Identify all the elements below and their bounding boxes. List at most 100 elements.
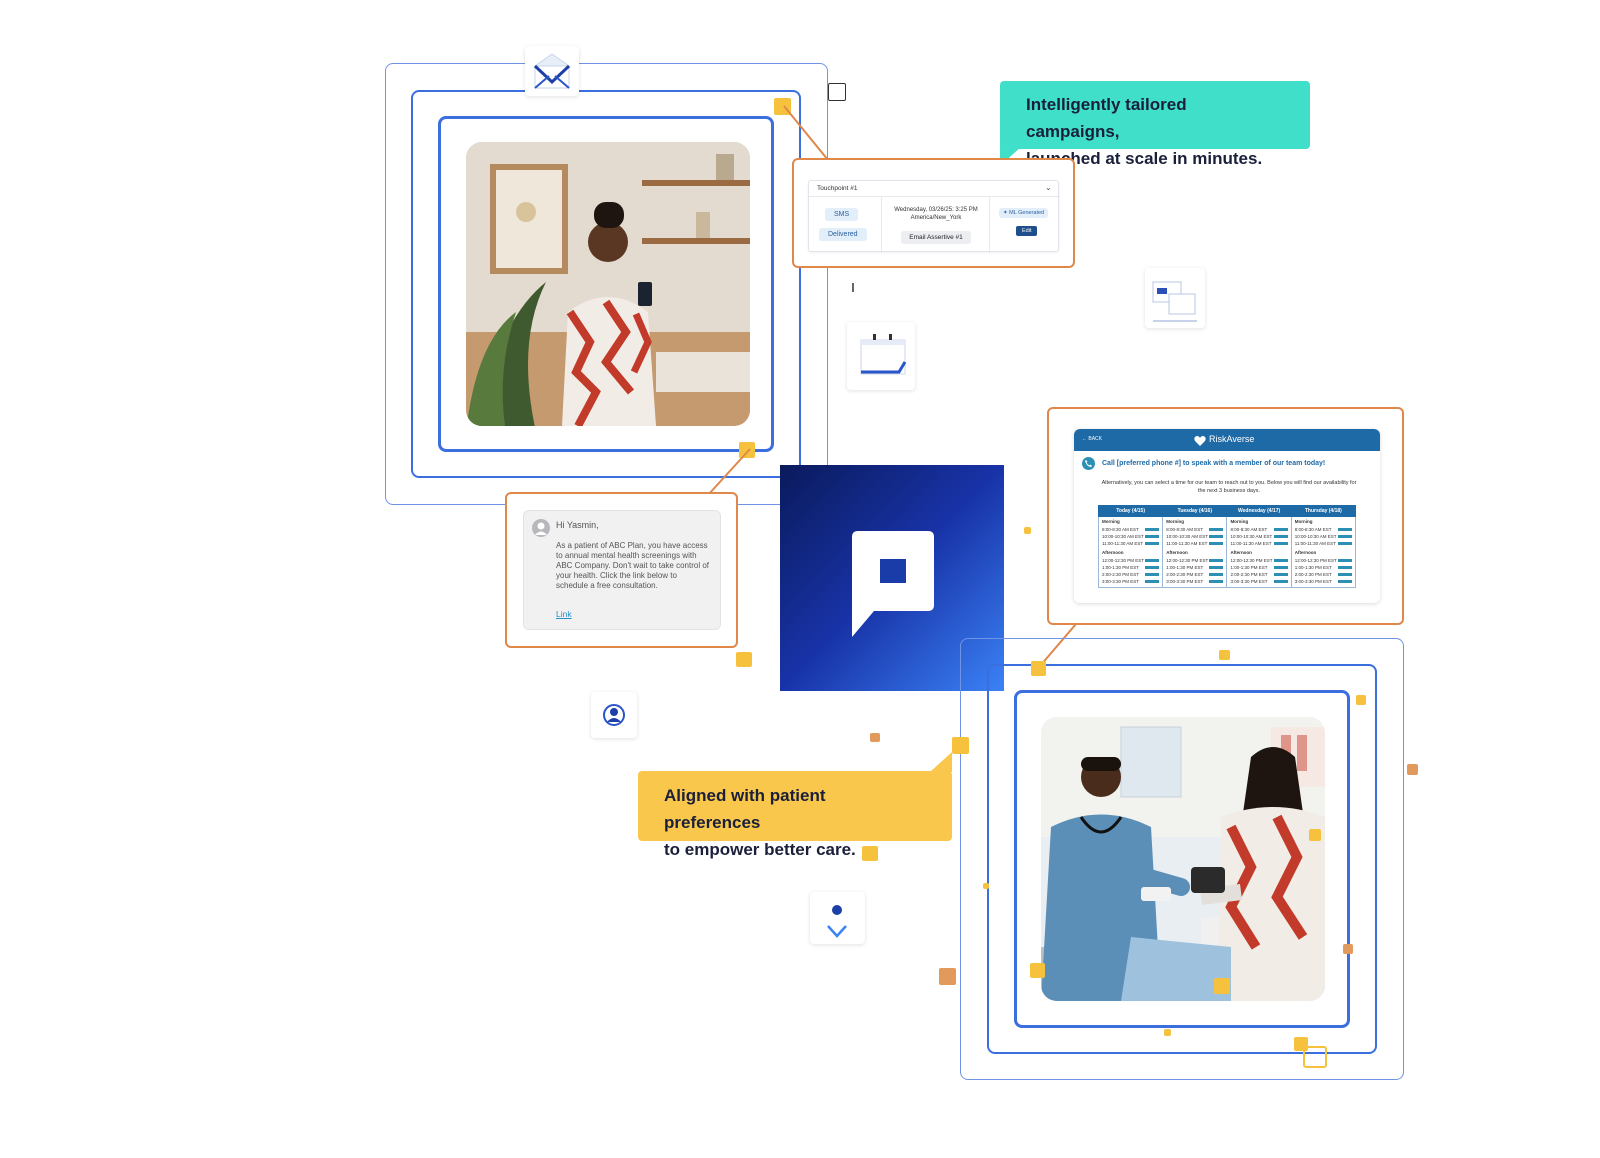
time-slot[interactable]: 11:00-11:30 AM EST (1102, 540, 1160, 547)
morning-label: Morning (1102, 519, 1120, 524)
time-slot[interactable]: 3:00-3:30 PM EST (1295, 578, 1352, 585)
day-header: Wednesday (4/17) (1226, 505, 1292, 517)
touchpoint-callout: Touchpoint #1 ⌄ SMS Delivered Wednesday,… (792, 158, 1075, 268)
day-column: Morning 8:00-8:30 AM EST 10:00-10:30 AM … (1226, 516, 1292, 588)
time-slot[interactable]: 12:00-12:30 PM EST (1230, 557, 1288, 564)
accent-square (870, 733, 880, 742)
day-column: Morning 8:00-8:30 AM EST 10:00-10:30 AM … (1097, 516, 1164, 588)
day-column: Morning 8:00-8:30 AM EST 10:00-10:30 AM … (1162, 516, 1228, 588)
ml-generated-badge: ✦ ML Generated (999, 208, 1049, 218)
col-divider (989, 197, 990, 253)
template-chip[interactable]: Email Assertive #1 (901, 231, 971, 244)
connector-line (707, 448, 751, 496)
photo-nurse-with-patient (1041, 717, 1325, 1001)
time-slot[interactable]: 3:00-3:30 PM EST (1230, 578, 1288, 585)
tick-mark (852, 283, 854, 292)
accent-square (1343, 944, 1353, 954)
brand-name: RiskAverse (1209, 434, 1255, 444)
sms-card: Hi Yasmin, As a patient of ABC Plan, you… (523, 510, 721, 630)
time-slot[interactable]: 10:00-10:30 AM EST (1295, 533, 1352, 540)
time-slot[interactable]: 1:00-1:30 PM EST (1230, 564, 1288, 571)
availability-table: Today (4/15) Tuesday (4/16) Wednesday (4… (1097, 505, 1357, 588)
day-header: Today (4/15) (1097, 505, 1164, 517)
envelope-icon (525, 46, 579, 96)
channel-pill: SMS (825, 208, 859, 221)
time-slot[interactable]: 1:00-1:30 PM EST (1102, 564, 1160, 571)
avatar-icon (532, 519, 550, 537)
time-slot[interactable]: 10:00-10:30 AM EST (1166, 533, 1224, 540)
accent-square (1031, 661, 1046, 676)
time-slot[interactable]: 2:00-2:30 PM EST (1295, 571, 1352, 578)
connector-line (783, 105, 829, 161)
back-button[interactable]: ← BACK (1082, 436, 1103, 442)
accent-square (1024, 527, 1031, 534)
phone-icon (1082, 457, 1095, 470)
calendar-icon (847, 322, 915, 390)
sms-body: As a patient of ABC Plan, you have acces… (556, 541, 710, 590)
touchpoint-title: Touchpoint #1 (817, 185, 858, 192)
scheduler-card: ← BACK RiskAverse Call [preferred phone … (1074, 429, 1380, 603)
user-profile-icon (591, 692, 637, 738)
accent-square (1214, 978, 1230, 994)
time-slot[interactable]: 12:00-12:30 PM EST (1166, 557, 1224, 564)
time-slot[interactable]: 8:00-8:30 AM EST (1295, 526, 1352, 533)
time-slot[interactable]: 1:00-1:30 PM EST (1166, 564, 1224, 571)
time-slot[interactable]: 10:00-10:30 AM EST (1102, 533, 1160, 540)
afternoon-label: Afternoon (1166, 550, 1188, 555)
col-divider (881, 197, 882, 253)
accent-square (736, 652, 752, 667)
time-slot[interactable]: 12:00-12:30 PM EST (1295, 557, 1352, 564)
sms-greeting: Hi Yasmin, (556, 520, 599, 530)
time-slot[interactable]: 11:00-11:30 AM EST (1166, 540, 1224, 547)
time-slot[interactable]: 1:00-1:30 PM EST (1295, 564, 1352, 571)
time-slot[interactable]: 2:00-2:30 PM EST (1166, 571, 1224, 578)
accent-square (939, 968, 956, 985)
outline-square (828, 83, 846, 101)
chat-windows-icon (1145, 268, 1205, 328)
accent-square (1356, 695, 1366, 705)
touchpoint-date: Wednesday, 03/26/25: 3:25 PM (894, 207, 978, 213)
accent-square (739, 442, 755, 458)
accent-square (1164, 1029, 1171, 1036)
connector-line (1039, 623, 1077, 667)
day-column: Morning 8:00-8:30 AM EST 10:00-10:30 AM … (1290, 516, 1357, 588)
time-slot[interactable]: 8:00-8:30 AM EST (1230, 526, 1288, 533)
time-slot[interactable]: 8:00-8:30 AM EST (1102, 526, 1160, 533)
heart-shield-icon (1194, 434, 1206, 446)
frame-outer-bottom-right (960, 638, 1404, 1080)
touchpoint-divider (809, 196, 1060, 197)
chevron-down-icon[interactable]: ⌄ (1045, 183, 1052, 192)
time-slot[interactable]: 8:00-8:30 AM EST (1166, 526, 1224, 533)
time-slot[interactable]: 3:00-3:30 PM EST (1166, 578, 1224, 585)
afternoon-label: Afternoon (1294, 550, 1317, 555)
morning-label: Morning (1294, 519, 1313, 524)
edit-button[interactable]: Edit (1016, 226, 1038, 236)
day-header: Tuesday (4/16) (1162, 505, 1228, 517)
bubble-tail (930, 752, 952, 772)
time-slot[interactable]: 12:00-12:30 PM EST (1102, 557, 1160, 564)
status-pill: Delivered (819, 228, 867, 241)
frame-middle-bottom-right (987, 664, 1377, 1054)
accent-square (1309, 829, 1321, 841)
accent-square (1219, 650, 1230, 660)
afternoon-label: Afternoon (1230, 550, 1252, 555)
sms-callout: Hi Yasmin, As a patient of ABC Plan, you… (505, 492, 738, 648)
accent-square (1407, 764, 1418, 775)
photo-woman-with-phone (466, 142, 750, 426)
outline-square (1303, 1046, 1327, 1068)
time-slot[interactable]: 3:00-3:30 PM EST (1102, 578, 1160, 585)
time-slot[interactable]: 11:00-11:30 AM EST (1295, 540, 1352, 547)
morning-label: Morning (1230, 519, 1249, 524)
frame-middle-top-left (411, 90, 801, 478)
time-slot[interactable]: 2:00-2:30 PM EST (1230, 571, 1288, 578)
accent-square (952, 737, 969, 754)
time-slot[interactable]: 11:00-11:30 AM EST (1230, 540, 1288, 547)
touchpoint-timezone: America/New_York (910, 215, 962, 221)
sms-link[interactable]: Link (556, 609, 572, 619)
time-slot[interactable]: 10:00-10:30 AM EST (1230, 533, 1288, 540)
chat-logo-tile (780, 465, 1004, 691)
frame-inner-top-left (438, 116, 774, 452)
time-slot[interactable]: 2:00-2:30 PM EST (1102, 571, 1160, 578)
touchpoint-card: Touchpoint #1 ⌄ SMS Delivered Wednesday,… (808, 180, 1060, 253)
afternoon-label: Afternoon (1102, 550, 1124, 555)
